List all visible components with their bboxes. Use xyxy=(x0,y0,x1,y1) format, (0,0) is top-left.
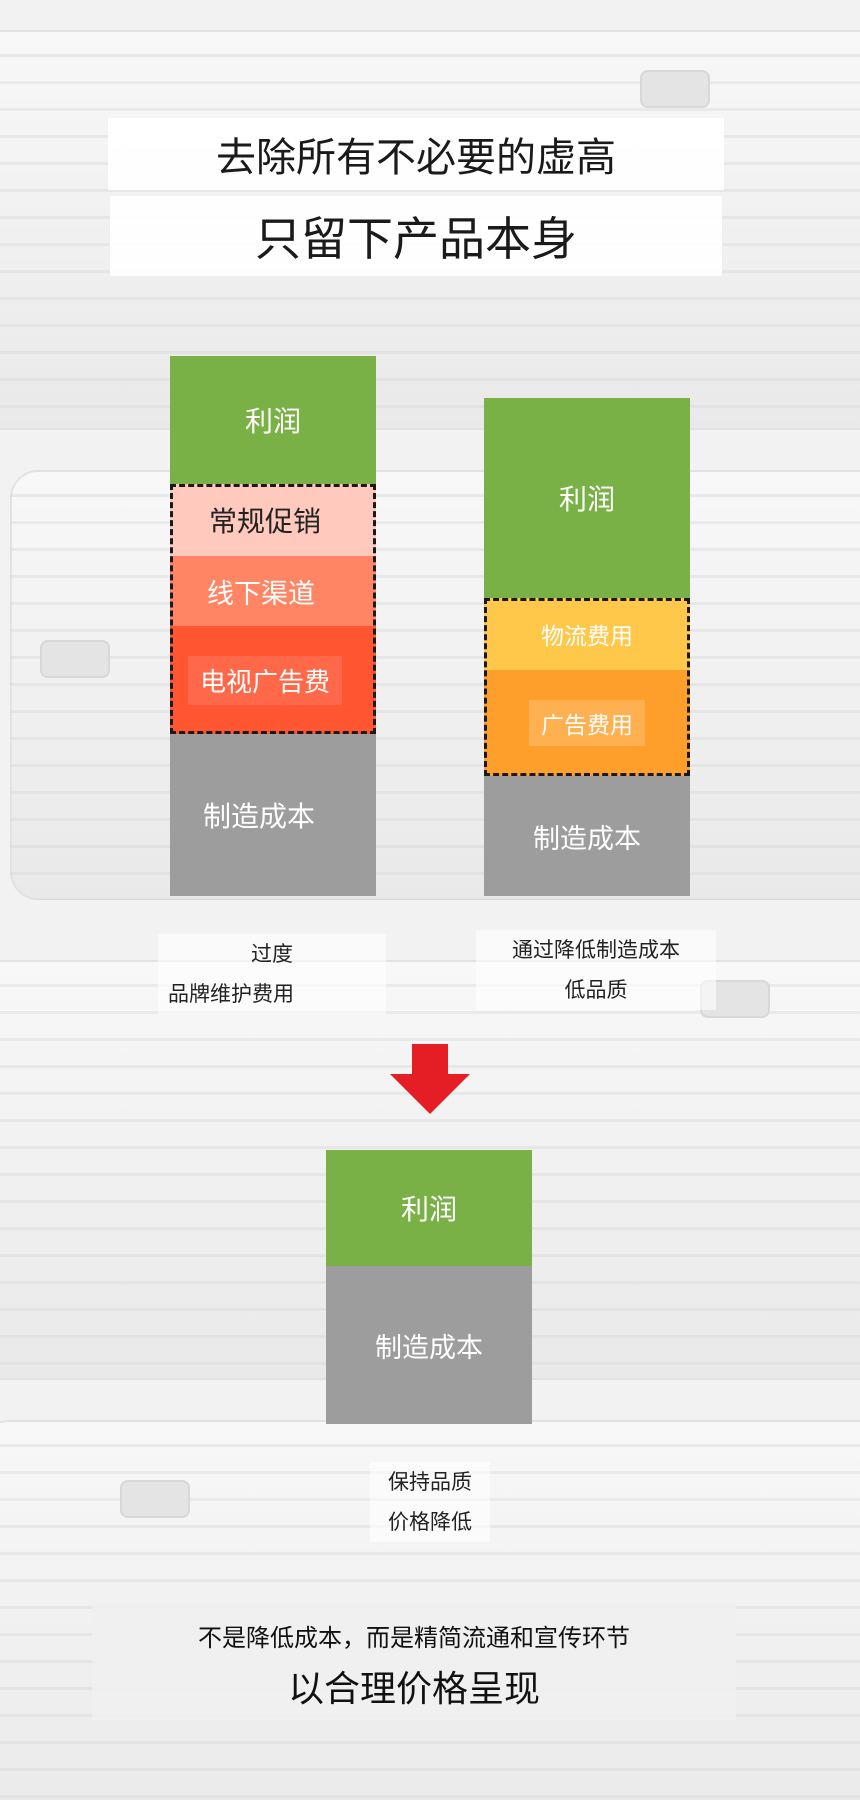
center-profit-label: 利润 xyxy=(400,1193,457,1226)
center-manufacturing-segment: 制造成本 xyxy=(326,1266,532,1424)
right-manufacturing-label: 制造成本 xyxy=(533,823,641,855)
left-promo-label: 常规促销 xyxy=(208,505,321,538)
right-ad-segment: 广告费用 xyxy=(484,670,690,776)
right-cost-column: 利润 物流费用 广告费用 制造成本 xyxy=(484,398,690,896)
left-cost-column: 利润 常规促销 线下渠道 电视广告费 制造成本 xyxy=(170,356,376,896)
right-caption-line-1: 通过降低制造成本 xyxy=(512,938,680,962)
right-logistics-segment: 物流费用 xyxy=(484,598,690,670)
right-profit-segment: 利润 xyxy=(484,398,690,598)
left-caption-line-2: 品牌维护费用 xyxy=(168,982,294,1006)
title-line-2: 只留下产品本身 xyxy=(110,196,722,276)
center-caption-line-2: 价格降低 xyxy=(388,1510,472,1534)
right-manufacturing-segment: 制造成本 xyxy=(484,776,690,896)
left-manufacturing-label: 制造成本 xyxy=(202,800,315,833)
left-offline-label: 线下渠道 xyxy=(207,578,315,610)
left-tv-ad-segment: 电视广告费 xyxy=(170,626,376,734)
left-caption-line-1: 过度 xyxy=(251,942,293,966)
left-offline-segment: 线下渠道 xyxy=(170,556,376,626)
right-logistics-label: 物流费用 xyxy=(541,624,633,650)
center-profit-segment: 利润 xyxy=(326,1150,532,1266)
center-caption-line-1: 保持品质 xyxy=(388,1470,472,1494)
left-profit-segment: 利润 xyxy=(170,356,376,484)
center-manufacturing-label: 制造成本 xyxy=(375,1332,483,1364)
left-tv-ad-label: 电视广告费 xyxy=(187,655,342,705)
left-manufacturing-segment: 制造成本 xyxy=(170,734,376,896)
bottom-summary: 不是降低成本，而是精简流通和宣传环节 以合理价格呈现 xyxy=(92,1602,736,1720)
bottom-summary-line-2: 以合理价格呈现 xyxy=(287,1669,540,1710)
left-promo-segment: 常规促销 xyxy=(170,484,376,556)
right-ad-label: 广告费用 xyxy=(529,700,645,746)
left-caption: 过度 品牌维护费用 xyxy=(158,934,386,1014)
center-cost-column: 利润 制造成本 xyxy=(326,1150,532,1424)
title-line-1: 去除所有不必要的虚高 xyxy=(108,118,724,190)
center-caption: 保持品质 价格降低 xyxy=(370,1462,490,1542)
right-profit-label: 利润 xyxy=(558,483,615,516)
down-arrow-icon xyxy=(390,1044,470,1114)
right-caption-line-2: 低品质 xyxy=(564,978,628,1002)
bottom-summary-line-1: 不是降低成本，而是精简流通和宣传环节 xyxy=(198,1624,630,1652)
right-caption: 通过降低制造成本 低品质 xyxy=(476,930,716,1010)
left-profit-label: 利润 xyxy=(244,405,301,438)
